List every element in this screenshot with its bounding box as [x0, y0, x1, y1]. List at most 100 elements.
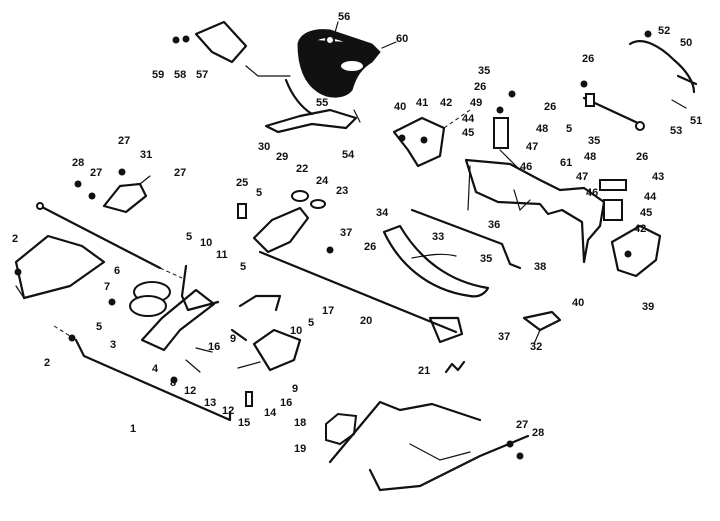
callout-label: 35 — [480, 253, 492, 265]
callout-label: 16 — [208, 341, 220, 353]
callout-label: 28 — [532, 427, 544, 439]
callout-label: 41 — [416, 97, 428, 109]
callout-label: 61 — [560, 157, 572, 169]
callout-label: 26 — [636, 151, 648, 163]
callout-label: 5 — [186, 231, 192, 243]
callout-label: 38 — [534, 261, 546, 273]
callout-label: 52 — [658, 25, 670, 37]
callout-label: 8 — [170, 377, 176, 389]
callout-label: 2 — [44, 357, 50, 369]
anti-kickback-arm — [264, 78, 361, 134]
blade-guard — [297, 29, 381, 98]
callout-label: 31 — [140, 149, 152, 161]
callout-label: 46 — [520, 161, 532, 173]
mounting-bracket — [610, 224, 662, 278]
control-rod — [36, 202, 183, 279]
lower-tie-rod — [53, 325, 232, 422]
callout-label: 45 — [462, 127, 474, 139]
callout-label: 10 — [290, 325, 302, 337]
callout-label: 48 — [536, 123, 548, 135]
callout-label: 27 — [516, 419, 528, 431]
callout-label: 28 — [72, 157, 84, 169]
callout-label: 42 — [440, 97, 452, 109]
callout-label: 35 — [588, 135, 600, 147]
callout-label: 5 — [96, 321, 102, 333]
callout-label: 39 — [642, 301, 654, 313]
splitter-bracket — [172, 20, 291, 77]
callout-label: 16 — [280, 397, 292, 409]
callout-label: 33 — [432, 231, 444, 243]
callout-label: 29 — [276, 151, 288, 163]
callout-label: 17 — [322, 305, 334, 317]
callout-label: 27 — [174, 167, 186, 179]
callout-label: 26 — [582, 53, 594, 65]
callout-label: 26 — [364, 241, 376, 253]
callout-label: 34 — [376, 207, 389, 219]
callout-label: 53 — [670, 125, 682, 137]
callout-label: 43 — [652, 171, 664, 183]
callout-label: 51 — [690, 115, 702, 127]
base-frame — [325, 400, 530, 492]
callout-label: 40 — [572, 297, 584, 309]
callout-label: 10 — [200, 237, 212, 249]
callout-label: 55 — [316, 97, 328, 109]
cross-shaft — [258, 208, 522, 344]
trunnion-housing — [464, 158, 627, 264]
blade-arc — [382, 224, 490, 298]
callout-labels: 56 60 59 58 57 55 52 50 26 35 26 49 26 4… — [12, 11, 702, 455]
leader-line — [333, 21, 339, 37]
callout-label: 3 — [110, 339, 116, 351]
callout-label: 5 — [256, 187, 262, 199]
leader-line — [381, 41, 397, 49]
callout-label: 26 — [474, 81, 486, 93]
tilt-handle-assembly — [230, 294, 302, 407]
callout-label: 30 — [258, 141, 270, 153]
callout-label: 6 — [114, 265, 120, 277]
callout-label: 24 — [316, 175, 329, 187]
callout-label: 26 — [544, 101, 556, 113]
support-shaft — [580, 80, 645, 131]
callout-label: 35 — [478, 65, 490, 77]
left-tray — [14, 234, 106, 300]
callout-label: 60 — [396, 33, 408, 45]
callout-label: 40 — [394, 101, 406, 113]
callout-label: 23 — [336, 185, 348, 197]
callout-label: 36 — [488, 219, 500, 231]
callout-label: 44 — [462, 113, 475, 125]
callout-label: 50 — [680, 37, 692, 49]
callout-label: 12 — [222, 405, 234, 417]
lock-knob — [522, 310, 562, 345]
callout-label: 42 — [634, 223, 646, 235]
callout-label: 44 — [644, 191, 657, 203]
callout-label: 14 — [264, 407, 277, 419]
callout-label: 25 — [236, 177, 248, 189]
callout-label: 12 — [184, 385, 196, 397]
callout-label: 5 — [308, 317, 314, 329]
carriage-block — [237, 190, 334, 254]
callout-label: 4 — [152, 363, 159, 375]
callout-label: 15 — [238, 417, 250, 429]
callout-label: 58 — [174, 69, 186, 81]
callout-label: 20 — [360, 315, 372, 327]
callout-label: 18 — [294, 417, 306, 429]
callout-label: 47 — [576, 171, 588, 183]
callout-label: 59 — [152, 69, 164, 81]
callout-label: 9 — [292, 383, 298, 395]
handwheel-assembly — [108, 264, 220, 384]
callout-label: 13 — [204, 397, 216, 409]
guard-support-arm — [628, 30, 698, 109]
callout-label: 46 — [586, 187, 598, 199]
callout-label: 27 — [118, 135, 130, 147]
callout-label: 48 — [584, 151, 596, 163]
callout-label: 47 — [526, 141, 538, 153]
callout-label: 1 — [130, 423, 136, 435]
callout-label: 49 — [470, 97, 482, 109]
callout-label: 2 — [12, 233, 18, 245]
callout-label: 19 — [294, 443, 306, 455]
callout-label: 32 — [530, 341, 542, 353]
collar-stack — [493, 90, 521, 171]
callout-label: 37 — [340, 227, 352, 239]
linkage-bracket — [74, 168, 151, 214]
